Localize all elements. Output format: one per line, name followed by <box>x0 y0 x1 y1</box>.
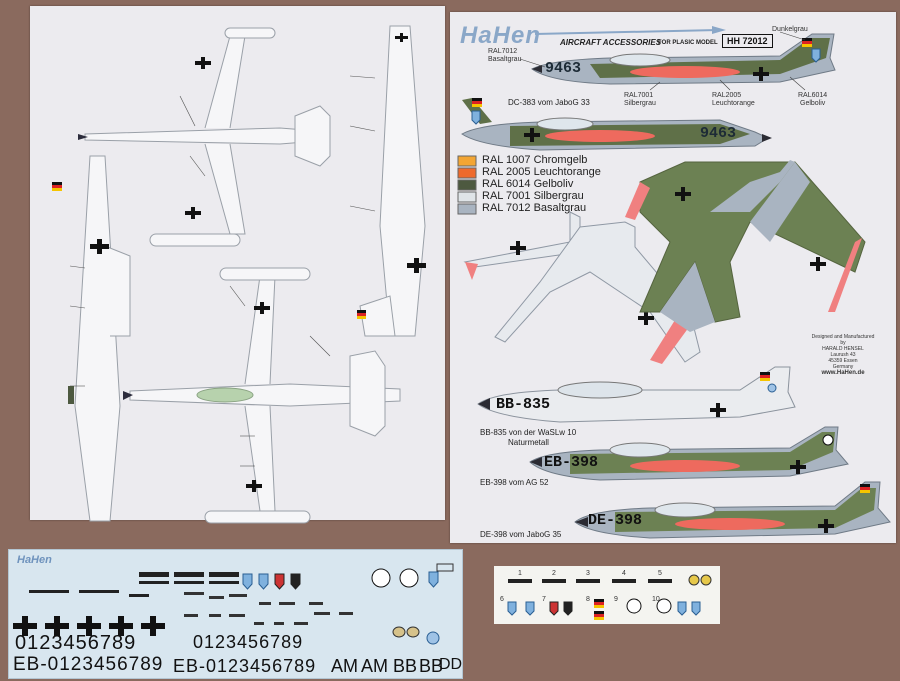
product-code-badge: HH 72012 <box>722 34 773 48</box>
left-instruction-sheet <box>30 6 445 524</box>
decal-serial-row-1: EB-0123456789 <box>13 654 164 675</box>
decal-serial-row-2: EB-0123456789 <box>173 656 317 676</box>
decal-digits-row-2: 0123456789 <box>193 632 304 652</box>
aircraft-3-code: BB-835 <box>496 396 551 413</box>
small-sheet-n6: 6 <box>500 596 504 603</box>
aircraft-profile-1 <box>519 31 836 91</box>
small-decal-items <box>507 574 712 620</box>
aircraft-3-caption: BB-835 von der WaSLw 10 <box>480 428 577 437</box>
brand-subtitle: FOR PLASIC MODEL <box>658 40 718 46</box>
decal-suffix-5: DD <box>439 656 463 673</box>
credits-block: Designed and Manufactured by HARALD HENS… <box>798 334 888 376</box>
small-sheet-n2: 2 <box>552 570 556 577</box>
small-sheet-n5: 5 <box>658 570 662 577</box>
credits-line-2: by <box>840 340 846 346</box>
aircraft-4-code: EB-398 <box>544 454 599 471</box>
callout-gelboliv: Gelboliv <box>800 100 826 107</box>
aircraft-profiles <box>457 31 891 539</box>
callout-dunkelgrau: Dunkelgrau <box>772 26 808 33</box>
legend-swatches <box>457 155 477 215</box>
legend-label-4: RAL 7001 Silbergrau <box>482 190 584 202</box>
aircraft-profile-3 <box>477 366 796 423</box>
aircraft-2-code: 9463 <box>700 125 737 142</box>
small-sheet-n8: 8 <box>586 596 590 603</box>
callout-leuchtorange: Leuchtorange <box>712 100 755 107</box>
aircraft-5-code: DE-398 <box>588 512 643 529</box>
small-sheet-n10: 10 <box>652 596 660 603</box>
brand-logo: HaHen <box>460 22 542 49</box>
right-instruction-sheet: HaHen AIRCRAFT ACCESSORIES FOR PLASIC MO… <box>450 12 896 543</box>
brand-tagline: AIRCRAFT ACCESSORIES <box>560 38 662 47</box>
decal-suffix-1: AM <box>331 656 358 676</box>
credits-line-3: HARALD HENSEL <box>822 346 864 352</box>
line-drawing-set <box>52 25 426 524</box>
decal-suffix-4: BB <box>419 656 444 676</box>
credits-line-6: Germany <box>832 364 854 370</box>
small-sheet-n3: 3 <box>586 570 590 577</box>
small-sheet-n4: 4 <box>622 570 626 577</box>
decal-sheet-small: 1 2 3 4 5 6 7 8 9 10 <box>494 566 720 624</box>
decal-suffix-2: AM <box>361 656 388 676</box>
legend-label-3: RAL 6014 Gelboliv <box>482 178 574 190</box>
aircraft-1-code: 9463 <box>545 60 582 77</box>
credits-line-1: Designed and Manufactured <box>811 334 875 340</box>
legend-label-5: RAL 7012 Basaltgrau <box>482 202 587 214</box>
small-sheet-n9: 9 <box>614 596 618 603</box>
aircraft-4-caption: EB-398 vom AG 52 <box>480 478 549 487</box>
decal-sheet-large: HaHen <box>8 549 463 679</box>
aircraft-3-finish: Naturmetall <box>508 438 549 447</box>
callout-ral2005: RAL2005 <box>712 92 742 99</box>
decal-digits-row: 0123456789 <box>15 632 137 654</box>
aircraft-planform-camouflage <box>625 160 866 332</box>
callout-ral7012: RAL7012 <box>488 48 518 55</box>
callout-silbergrau: Silbergrau <box>624 100 656 107</box>
aircraft-5-caption: DE-398 vom JaboG 35 <box>480 530 562 539</box>
legend-label-2: RAL 2005 Leuchtorange <box>482 166 601 178</box>
credits-line-5: 45359 Essen <box>828 358 858 364</box>
aircraft-2-caption: DC-383 vom JaboG 33 <box>508 98 590 107</box>
decal-brand-logo: HaHen <box>17 554 52 566</box>
decal-small-items <box>13 563 454 645</box>
credits-line-4: Laurush 43 <box>830 352 856 358</box>
aircraft-profile-4 <box>529 426 849 481</box>
callout-ral6014: RAL6014 <box>798 92 828 99</box>
legend-label-1: RAL 1007 Chromgelb <box>482 154 588 166</box>
credits-url: www.HaHen.de <box>821 370 865 376</box>
aircraft-profile-5 <box>574 481 891 539</box>
aircraft-profile-2 <box>461 98 772 151</box>
callout-basaltgrau: Basaltgrau <box>488 56 522 63</box>
brand-swoosh <box>534 26 726 35</box>
small-sheet-n1: 1 <box>518 570 522 577</box>
decal-suffix-3: BB <box>393 656 418 676</box>
small-sheet-n7: 7 <box>542 596 546 603</box>
callout-ral7001: RAL7001 <box>624 92 654 99</box>
